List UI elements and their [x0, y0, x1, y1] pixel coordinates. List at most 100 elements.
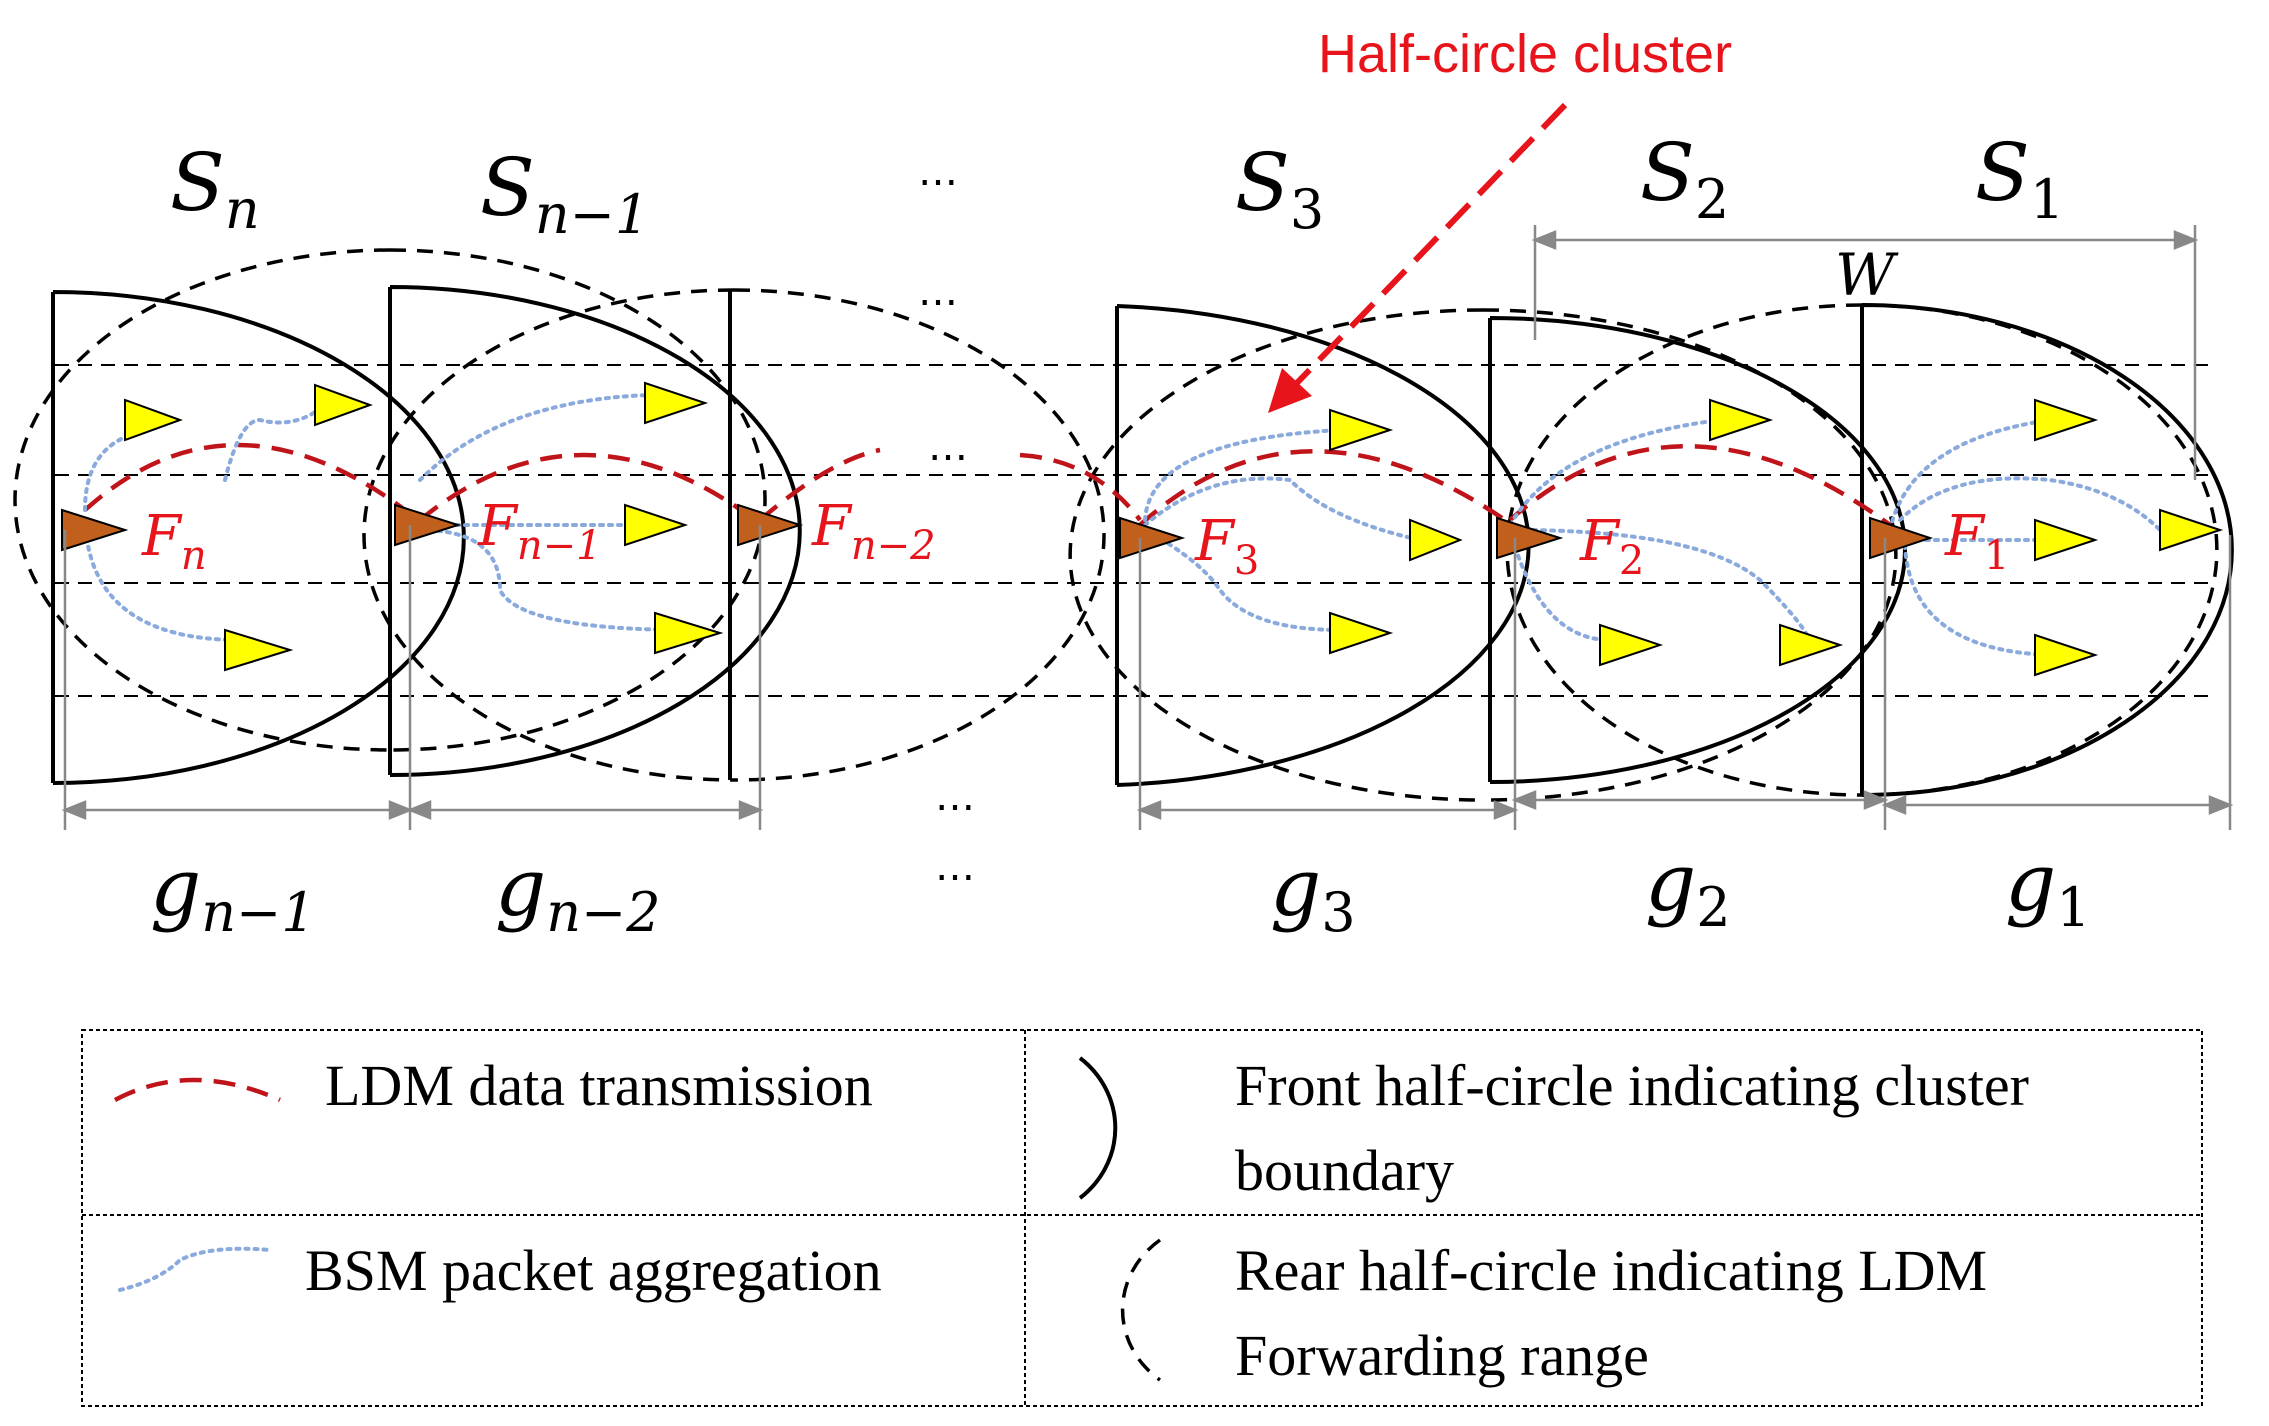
callout-arrow-head	[1268, 368, 1312, 413]
bsm-path	[1143, 476, 1422, 542]
forwarder-label-sub: 3	[1234, 538, 1259, 584]
bsm-aggregation-paths	[83, 393, 2162, 657]
callout-label: Half-circle cluster	[1318, 24, 1732, 84]
forwarder-label-base: F	[811, 494, 853, 559]
cluster-label-base: S	[1975, 126, 2030, 219]
bsm-path	[1143, 528, 1342, 632]
forwarder-label-f1: F1	[1944, 504, 2009, 579]
front-half-circle-sn1	[388, 285, 802, 777]
gap-label-g3: g3	[1270, 841, 1356, 944]
forwarders	[61, 503, 1934, 560]
gap-label-base: g	[1645, 836, 1696, 929]
forwarder-vehicle-icon	[737, 503, 804, 547]
gap-label-sub: 1	[2056, 876, 2090, 939]
forwarder-label-base: F	[477, 494, 519, 559]
cluster-label-base: S	[480, 141, 535, 234]
rear-extension-s2	[1861, 303, 2219, 797]
forwarder-label-fn1: Fn−1	[477, 494, 602, 569]
w-arrow-head	[2173, 230, 2199, 250]
forwarder-vehicle-icon	[394, 503, 462, 547]
vehicle-icon	[624, 503, 689, 547]
vehicle-icon	[2159, 508, 2224, 552]
gap-label-g1: g1	[2005, 836, 2091, 939]
bsm-path	[83, 518, 242, 642]
legend-front-line1: Front half-circle indicating cluster	[1235, 1053, 2029, 1118]
legend-front-line2: boundary	[1235, 1138, 1454, 1203]
cluster-label-sub: n	[225, 178, 260, 241]
cluster-label-sub: 2	[1695, 168, 1729, 231]
legend-rear-swatch	[1120, 1238, 1162, 1382]
forwarder-label-sub: 2	[1619, 538, 1644, 584]
vehicle-icon	[1779, 623, 1844, 667]
cluster-label-sub: 3	[1290, 178, 1324, 241]
forwarder-labels: Fn Fn−1 Fn−2 F3 F2 F1	[141, 494, 2009, 584]
gap-label-sub: n−2	[546, 881, 660, 944]
gap-arrow-head	[1881, 795, 1907, 815]
rear-extension-sn	[389, 248, 767, 752]
forwarder-label-f2: F2	[1579, 509, 1644, 584]
legend-bsm-swatch	[118, 1246, 272, 1292]
front-half-circle-s3	[1115, 304, 1531, 787]
ellipsis: …	[935, 774, 975, 820]
cluster-label-sub: 1	[2030, 168, 2064, 231]
rear-circle-extensions	[389, 248, 2219, 802]
gap-label-sub: 3	[1321, 881, 1355, 944]
ellipsis: …	[935, 844, 975, 890]
gap-arrow-head	[1136, 800, 1162, 820]
rear-half-circle-s2	[1505, 303, 1863, 797]
gap-labels: gn−1 gn−2 g3 g2 g1	[150, 836, 2091, 944]
gap-arrow-head	[1493, 800, 1519, 820]
callout-arrow	[1268, 102, 1568, 413]
bsm-path	[1888, 418, 2052, 532]
gap-arrow-head	[406, 800, 432, 820]
rear-extension-sn1	[733, 288, 1106, 782]
ellipsis: …	[918, 269, 958, 315]
cluster-label-s2: S2	[1640, 126, 1729, 231]
rear-half-circle-sn	[13, 248, 391, 752]
cluster-label-base: S	[1235, 136, 1290, 229]
gap-arrows	[61, 225, 2234, 830]
front-half-circle-s1	[1860, 303, 2234, 797]
legend-rear-line2: Forwarding range	[1235, 1323, 1649, 1388]
cluster-label-sub: n−1	[535, 183, 649, 246]
legend-bsm-label: BSM packet aggregation	[305, 1238, 882, 1303]
forwarder-label-sub: n−1	[517, 523, 602, 569]
cluster-label-sn1: Sn−1	[480, 141, 649, 246]
cluster-labels: Sn Sn−1 S3 S2 S1	[170, 126, 2064, 246]
bsm-path	[418, 393, 652, 482]
gap-label-gn2: gn−2	[495, 841, 661, 944]
gap-label-gn1: gn−1	[150, 841, 316, 944]
forwarder-vehicle-icon	[1869, 516, 1934, 560]
ldm-path-fn-fn1	[83, 442, 407, 512]
cluster-label-s1: S1	[1975, 126, 2064, 231]
legend-ldm-swatch	[113, 1077, 281, 1103]
gap-arrow-head	[61, 800, 87, 820]
callout-arrow-line	[1292, 102, 1568, 388]
cluster-label-base: S	[170, 136, 225, 229]
vehicle-icon	[224, 628, 294, 672]
ellipsis: …	[928, 424, 968, 470]
gap-arrow-head	[2208, 795, 2234, 815]
ldm-path-fn2-gap	[758, 447, 881, 522]
rear-extension-s3	[1482, 308, 1898, 802]
gap-label-sub: 2	[1696, 876, 1730, 939]
forwarder-vehicle-icon	[1496, 516, 1564, 560]
vehicle-icon	[1709, 398, 1774, 442]
vehicle-icon	[2034, 633, 2099, 677]
forwarder-label-fn2: Fn−2	[811, 494, 936, 569]
forwarder-label-base: F	[1579, 509, 1621, 574]
bsm-path	[1143, 428, 1342, 522]
gap-arrow-head	[388, 800, 414, 820]
forwarder-label-sub: n−2	[851, 523, 936, 569]
vehicle-icon	[1329, 611, 1394, 655]
gap-label-g2: g2	[1645, 836, 1731, 939]
cluster-label-s3: S3	[1235, 136, 1324, 241]
vehicle-icon	[644, 381, 709, 425]
gap-label-base: g	[2005, 836, 2056, 929]
bsm-path	[223, 398, 332, 482]
legend: LDM data transmission Front half-circle …	[81, 1029, 2203, 1407]
vehicle-icon	[124, 398, 183, 442]
vehicles	[124, 381, 2224, 677]
bsm-path	[418, 528, 692, 632]
